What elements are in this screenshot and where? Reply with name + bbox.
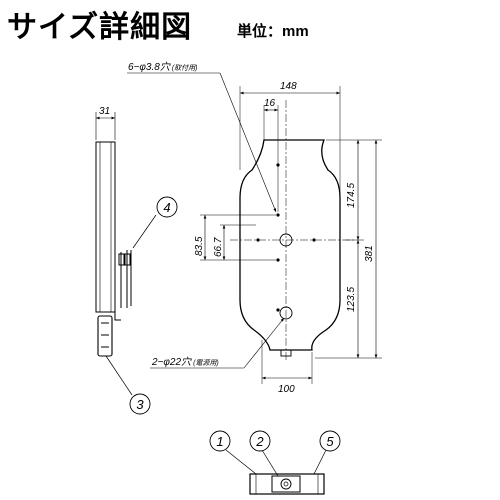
unit-label: 単位：mm xyxy=(237,23,309,40)
dim-total-height: 381 xyxy=(364,245,375,262)
mount-hole xyxy=(276,213,280,217)
svg-text:3: 3 xyxy=(136,397,144,412)
dim-bottom-width: 100 xyxy=(278,384,295,395)
callout-5: 5 xyxy=(319,430,341,452)
note-power-holes: 2−φ22穴(電源用) xyxy=(151,356,219,368)
page-title: サイズ詳細図 xyxy=(7,11,193,44)
dim-outer-spacing: 83.5 xyxy=(194,236,205,256)
bottom-terminal xyxy=(280,349,292,357)
callout-1: 1 xyxy=(209,430,231,452)
side-body xyxy=(95,141,116,313)
dim-lower-height: 123.5 xyxy=(346,287,357,312)
bottom-view xyxy=(225,449,327,495)
terminal-a xyxy=(118,253,125,266)
power-hole-lower xyxy=(279,306,293,320)
power-hole-upper xyxy=(279,233,293,247)
front-view xyxy=(127,72,382,384)
svg-text:4: 4 xyxy=(163,200,170,215)
mount-hole xyxy=(256,238,260,242)
dim-top-width: 148 xyxy=(280,81,297,92)
mount-hole xyxy=(276,308,280,312)
bottom-body xyxy=(249,473,325,495)
plate-outline xyxy=(239,139,341,351)
callout-3: 3 xyxy=(129,393,151,415)
dim-side-thickness: 31 xyxy=(99,106,110,117)
callout-2: 2 xyxy=(249,430,271,452)
dim-hole-offset: 16 xyxy=(264,98,276,109)
dim-inner-spacing: 66.7 xyxy=(213,237,224,257)
note-mount-holes: 6−φ3.8穴(取付用) xyxy=(128,61,198,73)
terminal-b xyxy=(124,253,131,266)
callout-4: 4 xyxy=(156,196,178,218)
svg-text:2: 2 xyxy=(255,434,264,449)
dim-upper-height: 174.5 xyxy=(346,183,357,208)
mount-hole xyxy=(312,238,316,242)
side-view xyxy=(95,112,157,396)
svg-text:1: 1 xyxy=(216,434,223,449)
svg-text:5: 5 xyxy=(326,434,334,449)
power-connector xyxy=(97,315,113,357)
bottom-connector xyxy=(271,475,301,493)
mount-hole xyxy=(276,258,280,262)
